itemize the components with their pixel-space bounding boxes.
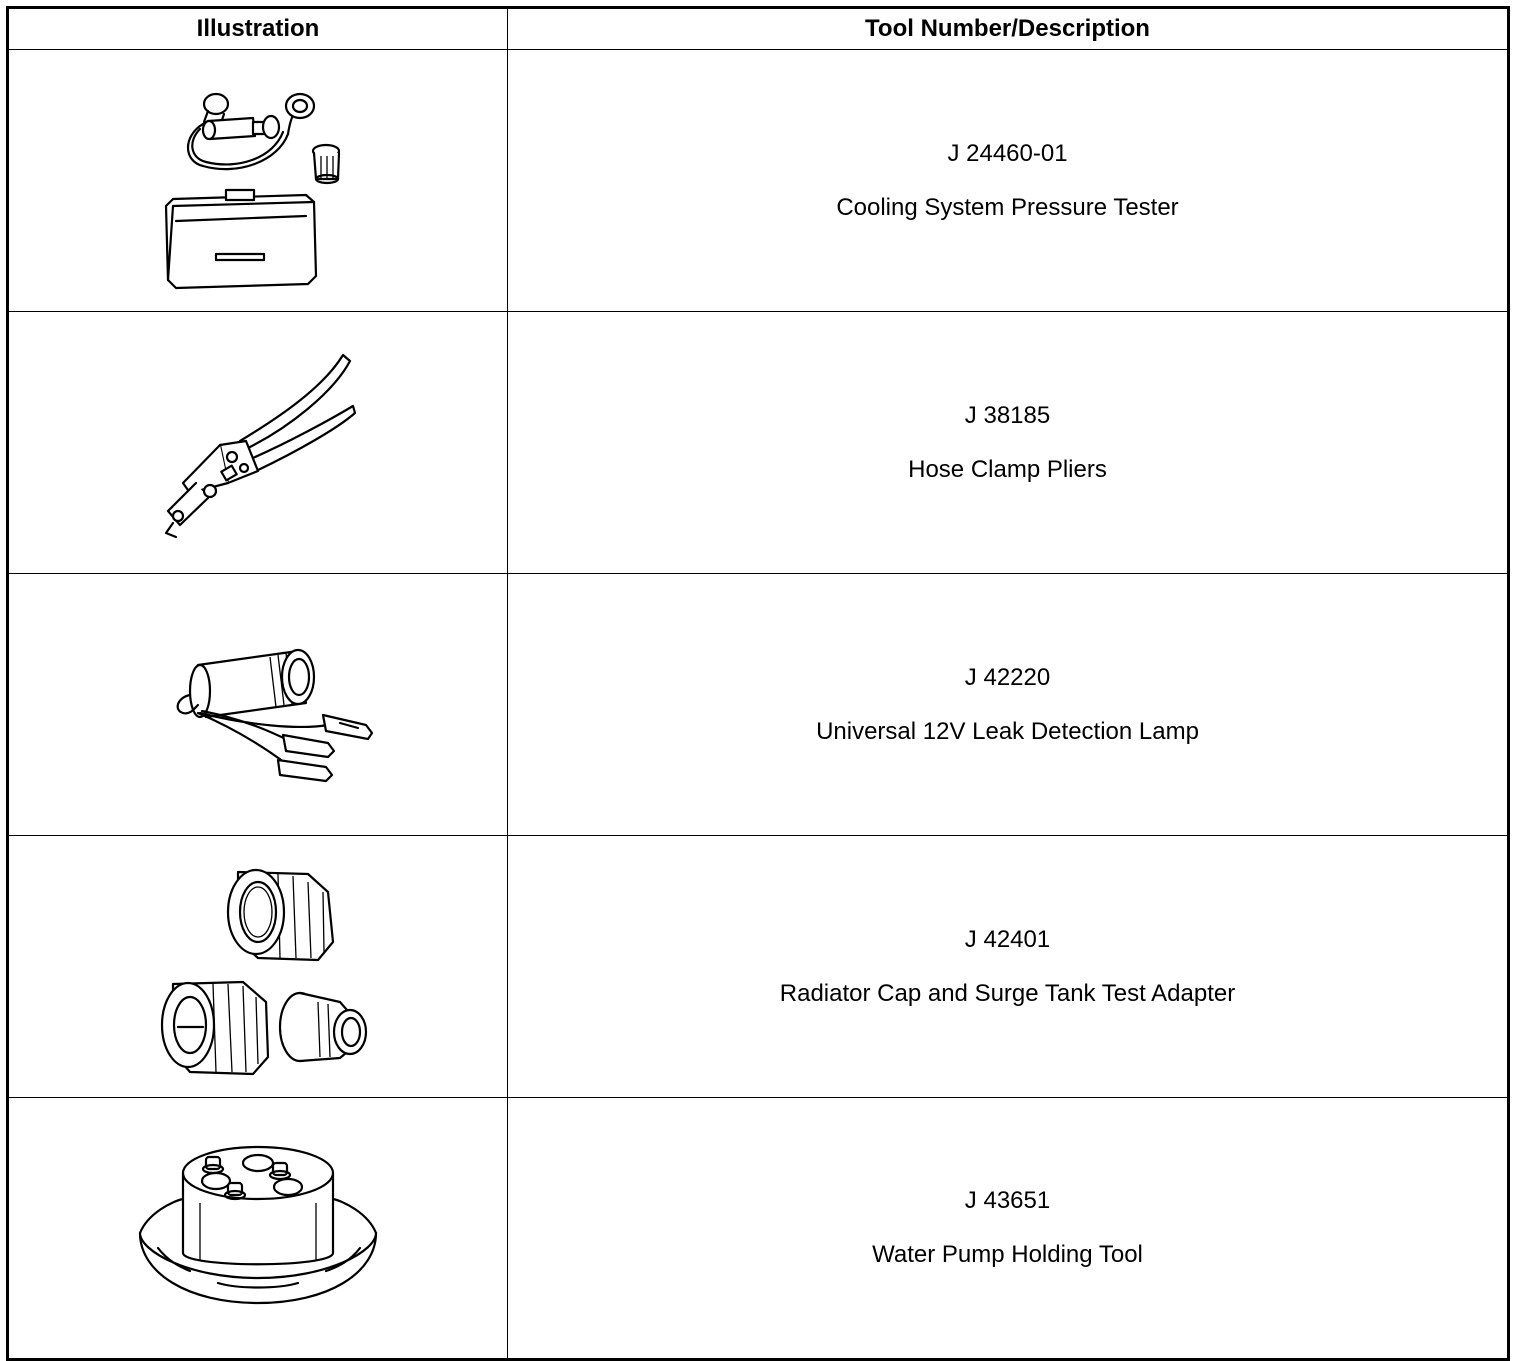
tool-number: J 24460-01 (947, 139, 1068, 167)
header-row: Illustration Tool Number/Description (7, 7, 1509, 50)
illustration-cell (7, 835, 508, 1098)
tool-description: Hose Clamp Pliers (908, 455, 1107, 483)
hose-clamp-pliers-icon (164, 353, 357, 538)
tools-table: Illustration Tool Number/Description (6, 6, 1510, 1361)
illustration-cell (7, 573, 508, 836)
illustration-cell (7, 49, 508, 312)
pressure-tester-kit-icon (164, 92, 341, 289)
tool-number: J 42220 (964, 663, 1051, 691)
table-row: J 43651 Water Pump Holding Tool (7, 1097, 1509, 1360)
header-illustration: Illustration (7, 7, 508, 50)
tool-description: Radiator Cap and Surge Tank Test Adapter (779, 979, 1236, 1007)
tool-description: Cooling System Pressure Tester (836, 193, 1179, 221)
table-row: J 42220 Universal 12V Leak Detection Lam… (7, 573, 1509, 836)
description-cell: J 42220 Universal 12V Leak Detection Lam… (507, 573, 1509, 836)
tool-description: Universal 12V Leak Detection Lamp (816, 717, 1199, 745)
description-cell: J 38185 Hose Clamp Pliers (507, 311, 1509, 574)
illustration-cell (7, 1097, 508, 1360)
tool-number: J 38185 (964, 401, 1051, 429)
header-tool-description: Tool Number/Description (507, 7, 1509, 50)
description-cell: J 43651 Water Pump Holding Tool (507, 1097, 1509, 1360)
tool-description: Water Pump Holding Tool (872, 1241, 1143, 1268)
table-row: J 24460-01 Cooling System Pressure Teste… (7, 49, 1509, 312)
water-pump-holding-tool-icon (138, 1145, 378, 1305)
leak-detection-lamp-icon (176, 648, 374, 782)
tool-number: J 42401 (964, 925, 1051, 953)
test-adapter-set-icon (160, 868, 368, 1075)
description-cell: J 24460-01 Cooling System Pressure Teste… (507, 49, 1509, 312)
table-row: J 38185 Hose Clamp Pliers (7, 311, 1509, 574)
illustration-cell (7, 311, 508, 574)
table-row: J 42401 Radiator Cap and Surge Tank Test… (7, 835, 1509, 1098)
tool-number: J 43651 (964, 1187, 1051, 1214)
description-cell: J 42401 Radiator Cap and Surge Tank Test… (507, 835, 1509, 1098)
